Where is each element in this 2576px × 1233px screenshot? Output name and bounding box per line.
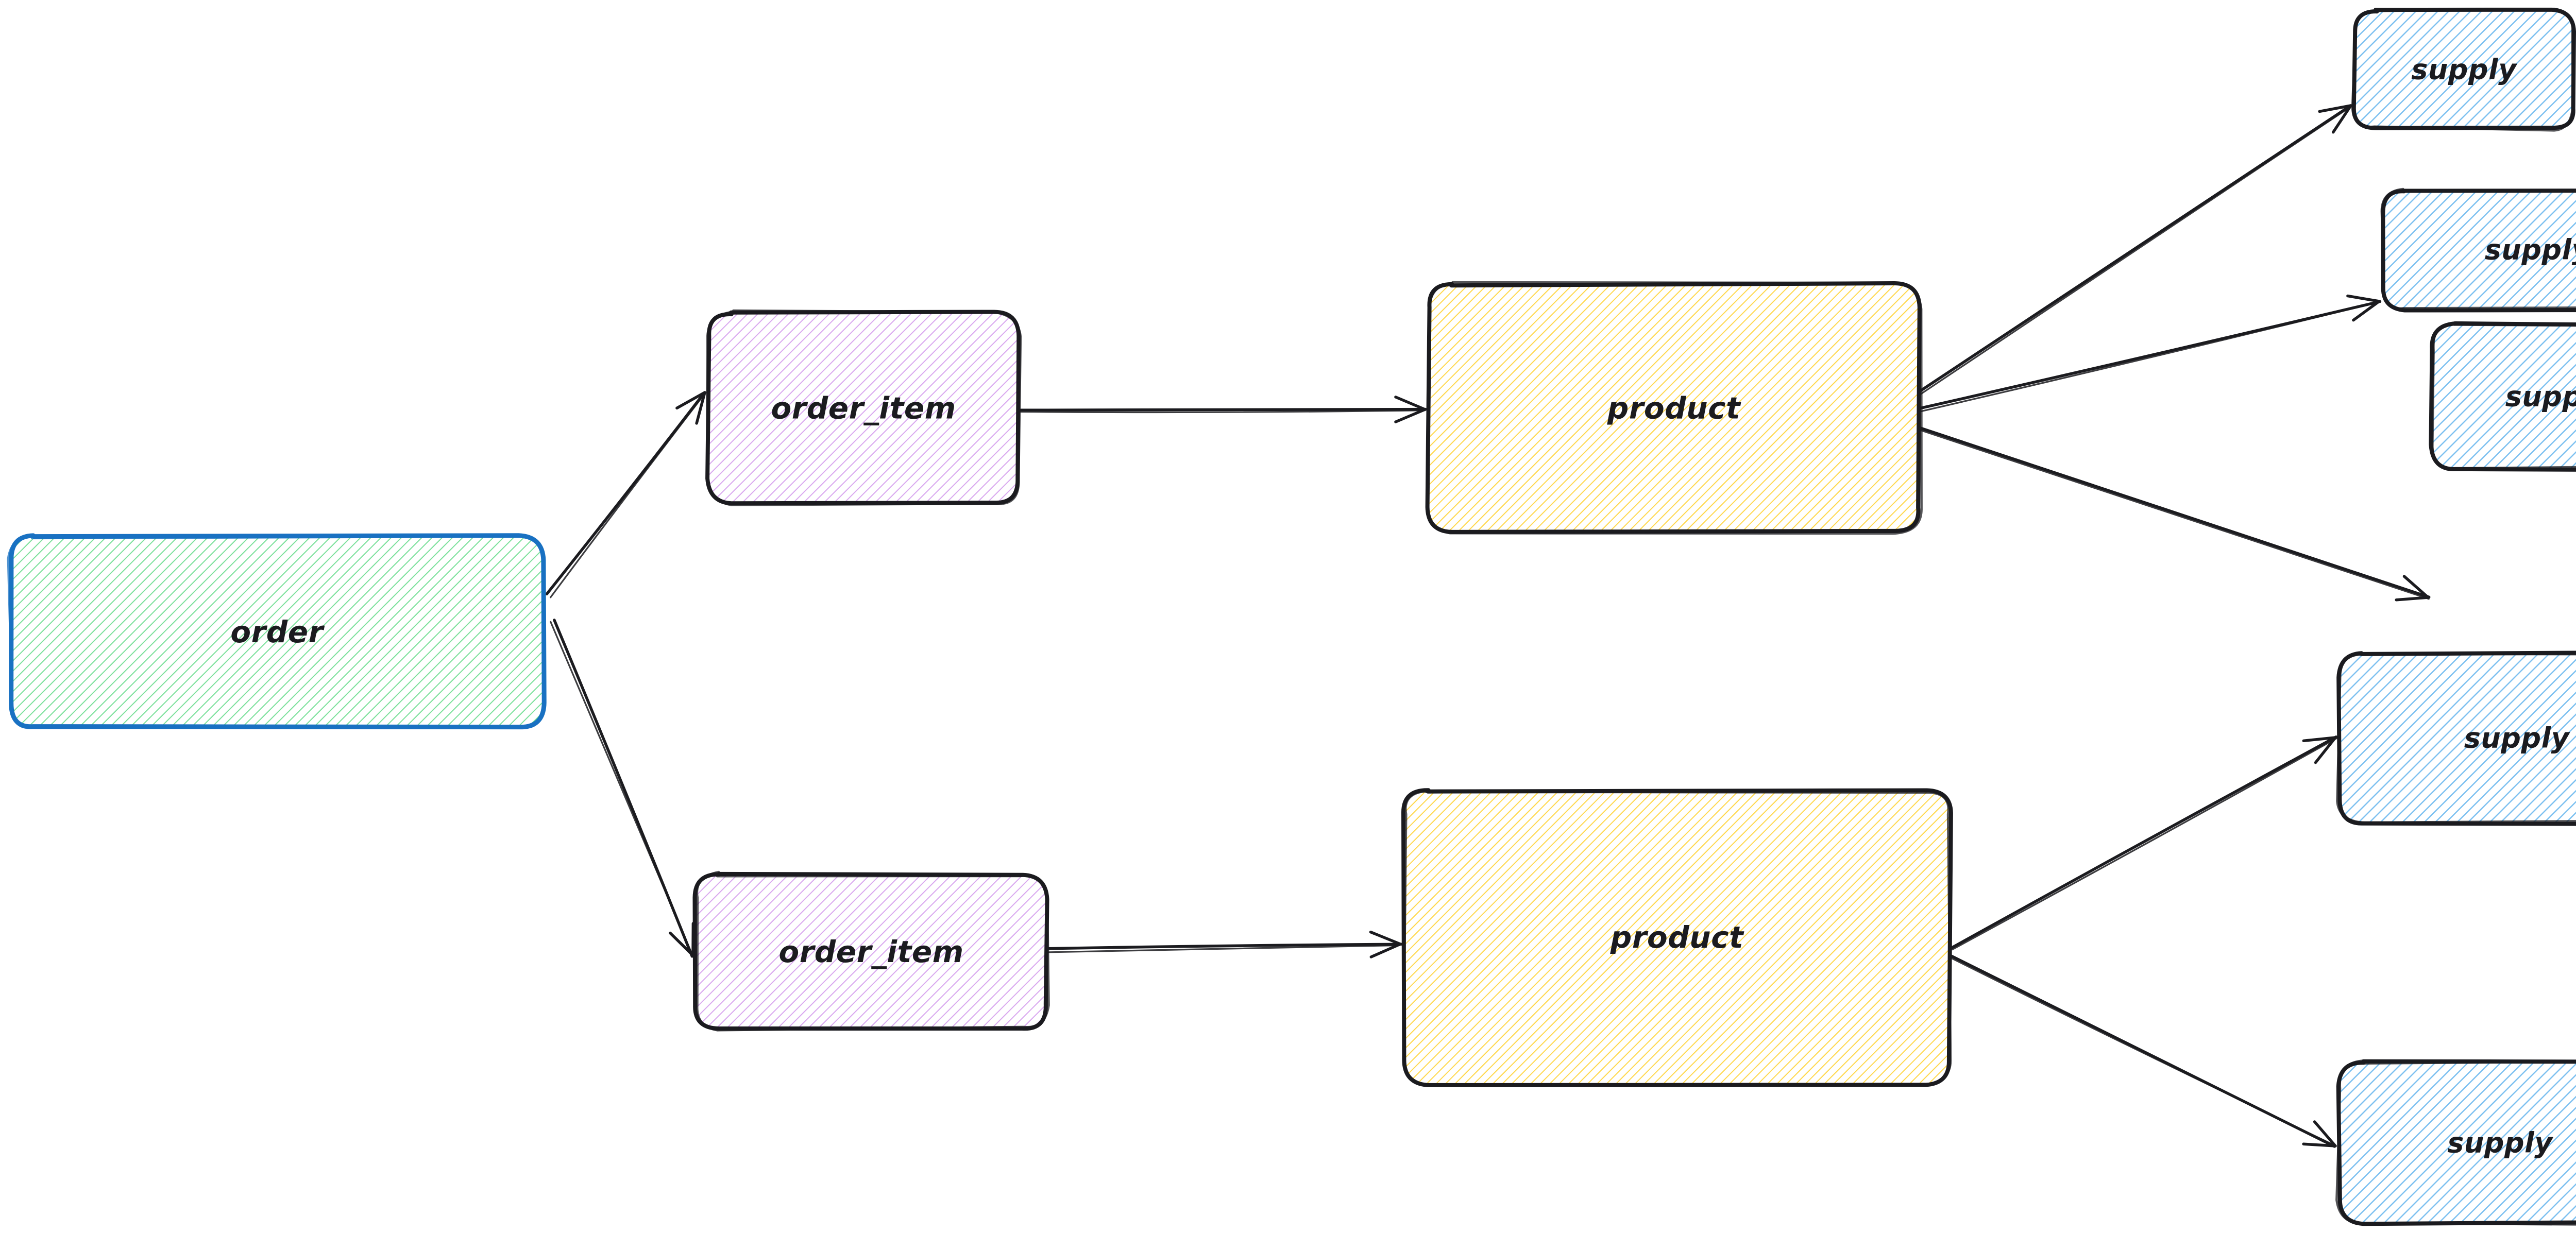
edge-line (1020, 409, 1426, 414)
edge-order_item_top-to-product_top[interactable] (1019, 396, 1427, 423)
edge-product_top-to-supply_3[interactable] (1917, 426, 2431, 602)
node-label: supply (2447, 1127, 2554, 1159)
edge-arrowhead (675, 391, 706, 410)
node-label: product (1607, 391, 1741, 426)
node-fill (709, 313, 1019, 503)
edge-line (1951, 737, 2337, 951)
edge-line (1919, 426, 2431, 599)
edge-line (1919, 106, 2352, 396)
node-fill (1429, 284, 1920, 532)
edge-line (550, 392, 706, 598)
node-outline (8, 536, 543, 728)
edge-line (550, 621, 693, 956)
node-outline (1403, 791, 1951, 1086)
edge-line (545, 391, 706, 595)
edge-order-to-order_item_bottom[interactable] (550, 619, 695, 958)
edges-layer (545, 104, 2431, 1148)
node-fill (2353, 10, 2574, 129)
edge-arrowhead (2318, 104, 2352, 113)
node-label: supply (2505, 381, 2576, 413)
node-outline (2382, 189, 2576, 309)
node-fill (2339, 1061, 2576, 1224)
edge-arrowhead (1369, 930, 1402, 946)
edge-arrowhead (2302, 1142, 2337, 1148)
node-supply_4[interactable]: supply (2337, 652, 2576, 824)
node-fill (2338, 652, 2576, 823)
node-label: product (1610, 920, 1744, 955)
edge-arrowhead (2395, 596, 2430, 602)
edge-arrowhead (2331, 104, 2352, 134)
edge-product_top-to-supply_2[interactable] (1918, 294, 2382, 413)
node-outline (2336, 1060, 2576, 1225)
nodes-layer: orderorder_itemproductsupplysupplysupply… (8, 9, 2576, 1225)
node-label: order (230, 614, 325, 649)
edge-line (1950, 735, 2338, 950)
node-fill (2382, 191, 2576, 310)
node-outline (2338, 652, 2576, 824)
node-outline (1427, 282, 1922, 534)
node-fill (10, 536, 544, 727)
edge-line (1048, 944, 1400, 953)
edge-arrowhead (2302, 736, 2337, 743)
node-label: supply (2464, 722, 2571, 755)
node-supply_3[interactable]: supply (2431, 323, 2576, 470)
node-fill (696, 874, 1047, 1029)
node-supply_2[interactable]: supply (2382, 189, 2576, 311)
node-fill (1403, 790, 1951, 1084)
edge-order_item_bottom-to-product_bottom[interactable] (1046, 930, 1403, 958)
edge-order-to-order_item_top[interactable] (545, 391, 706, 598)
node-order_item_bottom[interactable]: order_item (695, 872, 1049, 1030)
edge-arrowhead (2314, 736, 2337, 764)
edge-line (1019, 407, 1427, 412)
edge-line (1918, 104, 2352, 393)
edge-arrowhead (1394, 408, 1427, 423)
node-order[interactable]: order (8, 536, 544, 728)
edge-arrowhead (2352, 300, 2381, 322)
edge-line (1917, 429, 2430, 600)
node-product_bottom[interactable]: product (1403, 790, 1951, 1086)
edge-arrowhead (1369, 943, 1402, 958)
edge-line (1918, 300, 2382, 410)
node-label: supply (2485, 234, 2576, 266)
node-label: order_item (778, 934, 963, 969)
node-label: supply (2411, 54, 2518, 86)
node-order_item_top[interactable]: order_item (707, 311, 1021, 505)
node-outline (2432, 324, 2576, 468)
node-supply_1[interactable]: supply (2352, 9, 2574, 130)
edge-arrowhead (1394, 396, 1427, 411)
node-outline (707, 311, 1021, 505)
node-outline (697, 872, 1049, 1030)
edge-line (1920, 301, 2381, 413)
edge-arrowhead (695, 391, 706, 425)
edge-arrowhead (2313, 1120, 2337, 1148)
edge-product_bottom-to-supply_4[interactable] (1950, 735, 2338, 951)
edge-arrowhead (2346, 294, 2381, 303)
node-product_top[interactable]: product (1427, 282, 1922, 534)
node-supply_5[interactable]: supply (2336, 1060, 2576, 1225)
edge-line (1046, 943, 1403, 950)
edge-line (1950, 957, 2336, 1147)
node-fill (2431, 324, 2576, 470)
edge-product_top-to-supply_1[interactable] (1918, 104, 2352, 396)
node-label: order_item (771, 391, 956, 426)
node-outline (2383, 191, 2576, 311)
node-outline (2352, 9, 2573, 130)
edge-arrowhead (669, 931, 694, 957)
edge-product_bottom-to-supply_5[interactable] (1950, 954, 2337, 1148)
node-outline (2337, 654, 2576, 823)
edge-arrowhead (2402, 575, 2430, 599)
